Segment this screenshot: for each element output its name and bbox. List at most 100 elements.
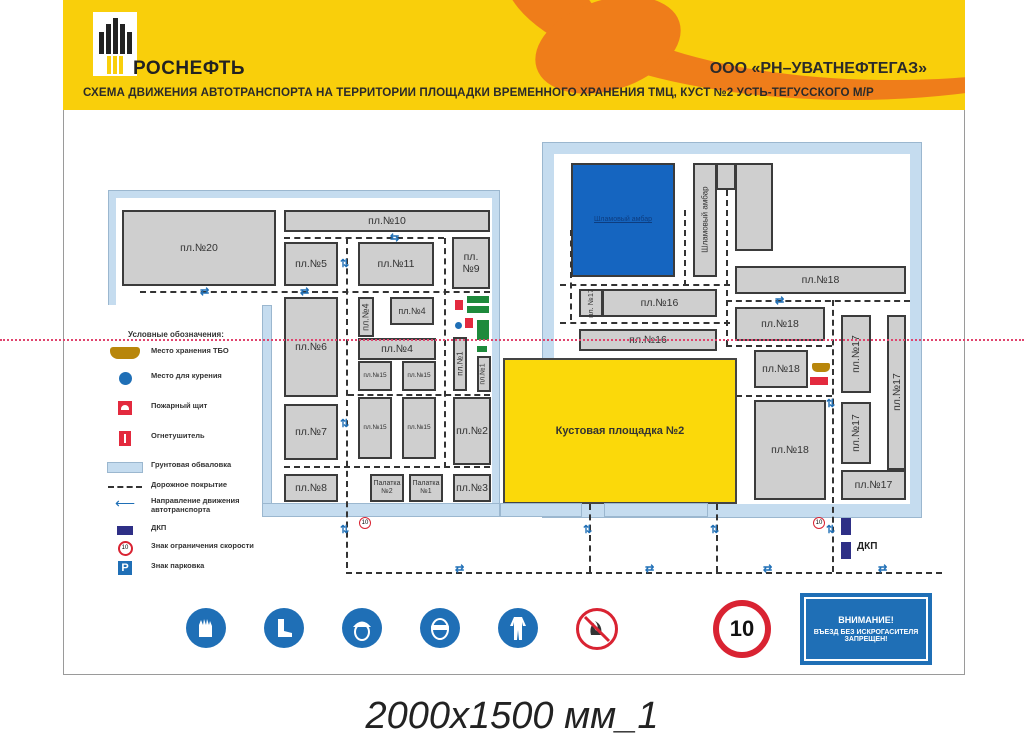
traffic-direction-icon: ⇄ — [645, 563, 655, 575]
legend-item: Огнетушитель — [100, 428, 270, 448]
fire-board-icon — [465, 318, 473, 328]
plot-15-b[interactable]: пл.№15 — [402, 361, 436, 391]
traffic-direction-icon: ⇄ — [775, 295, 785, 307]
plot-4-small[interactable]: пл.№4 — [390, 297, 434, 325]
road — [284, 237, 444, 239]
road — [684, 210, 686, 286]
road — [444, 238, 446, 468]
road — [736, 395, 832, 397]
plot-15-c[interactable]: пл.№15 — [358, 397, 392, 459]
sludge-pit[interactable]: Шламовый амбар — [693, 163, 717, 277]
sludge-storage[interactable]: Шламовый амбар — [571, 163, 675, 277]
traffic-direction-icon: ⟵ — [114, 494, 136, 511]
structure[interactable] — [735, 163, 773, 251]
plot-16-a[interactable]: пл.№16 — [602, 289, 717, 317]
fire-board-icon — [455, 300, 463, 310]
road — [346, 238, 348, 568]
storage-container — [467, 306, 489, 313]
road — [284, 466, 490, 468]
plot-8[interactable]: пл.№8 — [284, 474, 338, 502]
dkp-icon — [117, 525, 133, 535]
tent-2[interactable]: Палатка №2 — [370, 474, 404, 502]
legend-item: Пожарный щит — [100, 398, 270, 418]
plot-1-b[interactable]: пл.№1 — [477, 356, 491, 392]
hard-hat-required-icon — [342, 608, 382, 648]
waste-container-icon — [110, 347, 140, 359]
smoking-area-icon — [455, 322, 462, 329]
road — [560, 284, 730, 286]
plot-1-a[interactable]: пл.№1 — [453, 337, 467, 391]
plot-17-small[interactable]: пл. №17 — [579, 289, 603, 318]
smoking-area-icon — [118, 371, 132, 385]
dkp-icon — [841, 542, 851, 559]
warning-title: ВНИМАНИЕ! — [838, 615, 894, 625]
traffic-direction-icon: ⇅ — [583, 524, 593, 536]
plot-17-v1[interactable]: пл.№17 — [841, 315, 871, 393]
road — [716, 504, 718, 572]
cluster-pad-2[interactable]: Кустовая площадка №2 — [503, 358, 737, 504]
goggles-required-icon — [420, 608, 460, 648]
parking-sign-icon: P — [118, 561, 132, 575]
legend-item: 10 Знак ограничения скорости — [100, 538, 270, 558]
plot-4-wide[interactable]: пл.№4 — [358, 338, 436, 360]
speed-limit-icon: 10 — [117, 540, 133, 556]
plot-18-b[interactable]: пл.№18 — [735, 307, 825, 341]
company-name: ООО «РН–УВАТНЕФТЕГАЗ» — [709, 60, 927, 77]
main-road — [346, 572, 942, 574]
plot-18-c[interactable]: пл.№18 — [754, 350, 808, 388]
legend-item: P Знак парковка — [100, 558, 270, 578]
traffic-direction-icon: ⇄ — [455, 563, 465, 575]
traffic-direction-icon: ⇅ — [340, 258, 350, 270]
structure[interactable] — [716, 163, 736, 190]
traffic-direction-icon: ⇅ — [826, 398, 836, 410]
speed-limit-sign-small: 10 — [359, 517, 371, 529]
road — [726, 300, 910, 302]
plot-15-a[interactable]: пл.№15 — [358, 361, 392, 391]
legend-item: Дорожное покрытие — [100, 477, 270, 497]
legend-item: Место для курения — [100, 368, 270, 388]
road — [348, 394, 490, 396]
dkp-label: ДКП — [857, 541, 878, 552]
road — [560, 322, 730, 324]
plot-18-d[interactable]: пл.№18 — [754, 400, 826, 500]
traffic-direction-icon: ⇄ — [300, 286, 310, 298]
legend-title: Условные обозначения: — [128, 330, 224, 339]
plot-17-bottom[interactable]: пл.№17 — [841, 470, 906, 500]
plot-9[interactable]: пл. №9 — [452, 237, 490, 289]
plot-10[interactable]: пл.№10 — [284, 210, 490, 232]
plot-15-d[interactable]: пл.№15 — [402, 397, 436, 459]
storage-container — [477, 320, 489, 340]
road-surface-icon — [108, 486, 142, 488]
warning-text: ЗАПРЕЩЕН! — [844, 636, 888, 643]
plot-17-v2[interactable]: пл.№17 — [841, 402, 871, 464]
road — [140, 291, 490, 293]
earth-berm-bottom — [604, 503, 708, 517]
legend-item: Место хранения ТБО — [100, 343, 270, 363]
traffic-direction-icon: ⇅ — [340, 524, 350, 536]
warning-sign: ВНИМАНИЕ! ВЪЕЗД БЕЗ ИСКРОГАСИТЕЛЯ ЗАПРЕЩ… — [800, 593, 932, 665]
tent-1[interactable]: Палатка №1 — [409, 474, 443, 502]
waste-container-icon — [812, 363, 830, 372]
traffic-direction-icon: ⇄ — [200, 286, 210, 298]
warning-text: ВЪЕЗД БЕЗ ИСКРОГАСИТЕЛЯ — [813, 629, 919, 636]
plot-2[interactable]: пл.№2 — [453, 397, 491, 465]
earth-berm-left-bottom — [262, 503, 500, 517]
dkp-icon — [841, 518, 851, 535]
plot-4-vertical[interactable]: пл.№4 — [358, 297, 374, 337]
traffic-direction-icon: ⇅ — [710, 524, 720, 536]
plot-11[interactable]: пл.№11 — [358, 242, 434, 286]
traffic-direction-icon: ⇄ — [878, 563, 888, 575]
legend-item: ДКП — [100, 520, 270, 540]
plot-7[interactable]: пл.№7 — [284, 404, 338, 460]
plot-6[interactable]: пл.№6 — [284, 297, 338, 397]
plot-18-a[interactable]: пл.№18 — [735, 266, 906, 294]
legend-item: Грунтовая обваловка — [100, 457, 270, 477]
plot-20[interactable]: пл.№20 — [122, 210, 276, 286]
road — [832, 300, 834, 572]
plot-3[interactable]: пл.№3 — [453, 474, 491, 502]
no-open-flame-icon — [576, 608, 618, 650]
traffic-direction-icon: ⇄ — [763, 563, 773, 575]
plot-17-long[interactable]: пл.№17 — [887, 315, 906, 470]
plot-5[interactable]: пл.№5 — [284, 242, 338, 286]
fire-board-icon — [810, 377, 828, 385]
